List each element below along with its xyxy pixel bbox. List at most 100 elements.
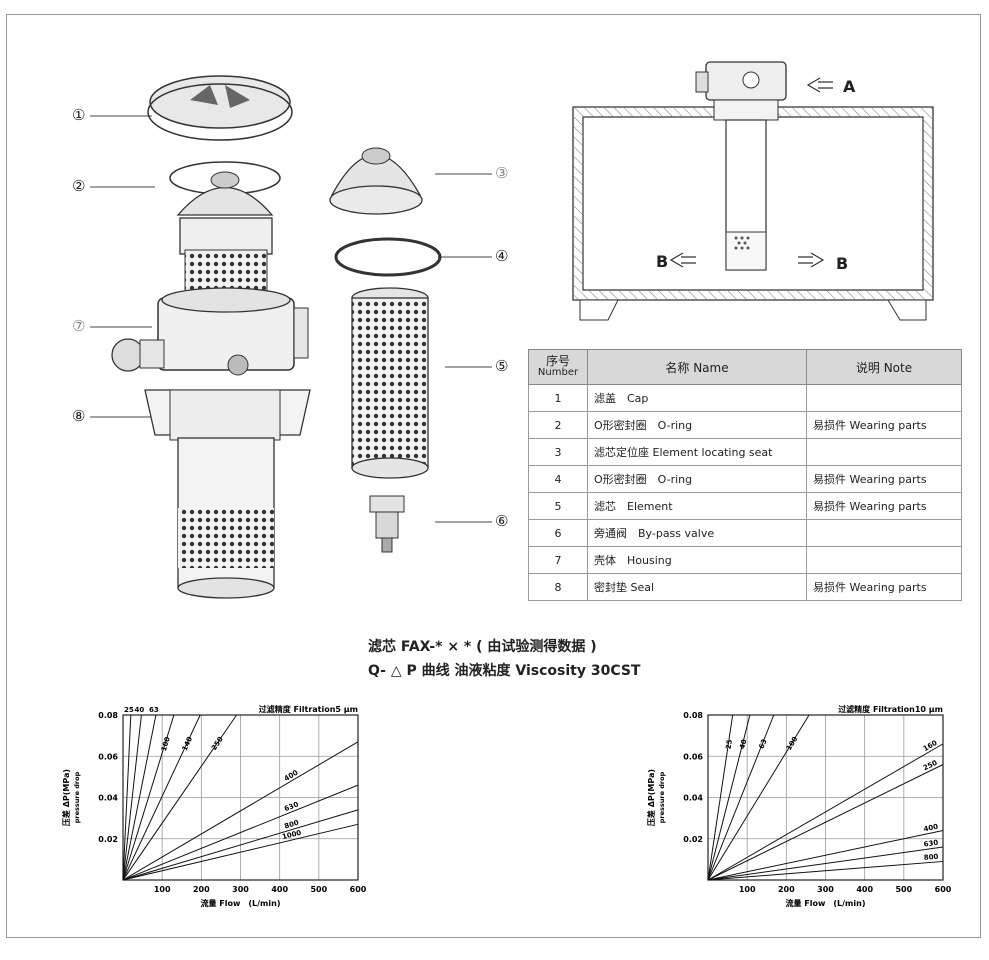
row-name: 旁通阀 By-pass valve <box>587 519 807 547</box>
y-tick-label: 0.08 <box>683 711 703 720</box>
x-tick-label: 400 <box>271 885 288 894</box>
plot-frame <box>122 714 359 881</box>
series-line <box>122 714 175 881</box>
callout-4: ④ <box>495 247 509 265</box>
series-label: 630 <box>283 800 300 813</box>
series-label: 250 <box>210 735 225 752</box>
label-b-right: B <box>836 254 849 273</box>
row-note <box>806 438 962 466</box>
callout-7: ⑦ <box>72 317 86 335</box>
x-tick-label: 500 <box>310 885 327 894</box>
series-line <box>707 714 751 881</box>
row-number: 1 <box>528 384 588 412</box>
series-label: 40 <box>738 738 748 750</box>
row-note: 易损件 Wearing parts <box>806 411 962 439</box>
header-number: 序号 Number <box>528 349 588 385</box>
y-axis-label-en: pressure drop <box>658 771 666 823</box>
x-tick-label: 500 <box>895 885 912 894</box>
row-name: 滤盖 Cap <box>587 384 807 412</box>
series-label: 400 <box>923 823 939 834</box>
row-name: 滤芯 Element <box>587 492 807 520</box>
series-line <box>707 764 944 881</box>
series-line <box>122 714 157 881</box>
series-line <box>122 714 201 881</box>
curve-heading-line2: Q- △ P 曲线 油液粘度 Viscosity 30CST <box>368 663 641 679</box>
plot-frame <box>707 714 944 881</box>
curve-heading-line1: 滤芯 FAX-* × * ( 由试验测得数据 ) <box>368 639 597 655</box>
y-tick-label: 0.02 <box>683 835 703 844</box>
exploded-view <box>90 75 492 599</box>
y-tick-label: 0.08 <box>98 711 118 720</box>
series-label: 1000 <box>281 829 302 841</box>
cap-part <box>147 75 293 141</box>
row-number: 8 <box>528 573 588 601</box>
header-number-cn: 序号 <box>545 354 570 368</box>
header-name: 名称 Name <box>587 349 807 385</box>
chart-title: 过滤精度 Filtration5 μm <box>259 704 358 714</box>
series-label: 63 <box>758 738 769 750</box>
row-name: O形密封圈 O-ring <box>587 411 807 439</box>
x-tick-label: 200 <box>193 885 210 894</box>
series-line <box>707 846 944 881</box>
x-tick-label: 300 <box>817 885 834 894</box>
callout-5: ⑤ <box>495 357 509 375</box>
row-name: O形密封圈 O-ring <box>587 465 807 493</box>
series-label: 140 <box>181 735 194 752</box>
x-tick-label: 400 <box>856 885 873 894</box>
row-number: 7 <box>528 546 588 574</box>
x-axis-label: 流量 Flow (L/min) <box>201 898 281 908</box>
y-tick-label: 0.06 <box>683 752 703 761</box>
y-axis-label: 压差 ΔP(MPa) <box>61 769 71 826</box>
x-tick-label: 100 <box>154 885 171 894</box>
chart-filtration-10: 100 200 300 400 500 600 0.02 0.04 0.06 0.08 流量 Flo… <box>646 704 952 908</box>
row-note <box>806 546 962 574</box>
chart-title: 过滤精度 Filtration10 μm <box>838 704 943 714</box>
series-label: 100 <box>785 735 800 752</box>
y-tick-label: 0.06 <box>98 752 118 761</box>
x-axis-label: 流量 Flow (L/min) <box>786 898 866 908</box>
series-line <box>122 741 359 881</box>
parts-table-header: 序号 Number 名称 Name 说明 Note <box>528 349 962 385</box>
callout-6: ⑥ <box>495 512 509 530</box>
row-number: 4 <box>528 465 588 493</box>
series-label: 63 <box>149 706 159 714</box>
row-number: 2 <box>528 411 588 439</box>
label-b-left: B <box>656 252 669 271</box>
page-frame <box>6 14 981 938</box>
callout-8: ⑧ <box>72 407 86 425</box>
series-line <box>707 714 775 881</box>
tank-diagram <box>572 61 934 321</box>
series-label: 40 <box>135 706 145 714</box>
series-line <box>122 784 359 881</box>
x-tick-label: 200 <box>778 885 795 894</box>
row-note <box>806 384 962 412</box>
y-tick-label: 0.04 <box>98 794 118 803</box>
row-note <box>806 519 962 547</box>
row-note: 易损件 Wearing parts <box>806 465 962 493</box>
row-number: 6 <box>528 519 588 547</box>
x-tick-label: 100 <box>739 885 756 894</box>
y-tick-label: 0.04 <box>683 794 703 803</box>
y-axis-label: 压差 ΔP(MPa) <box>646 769 656 826</box>
callout-2: ② <box>72 177 86 195</box>
x-tick-label: 600 <box>350 885 367 894</box>
series-label: 25 <box>725 739 734 750</box>
series-line <box>122 823 359 881</box>
series-line <box>122 714 142 881</box>
series-line <box>707 743 944 881</box>
row-note: 易损件 Wearing parts <box>806 492 962 520</box>
series-line <box>707 714 810 881</box>
x-tick-label: 600 <box>935 885 952 894</box>
callout-3: ③ <box>495 164 509 182</box>
series-line <box>122 714 237 881</box>
series-label: 800 <box>923 853 938 862</box>
